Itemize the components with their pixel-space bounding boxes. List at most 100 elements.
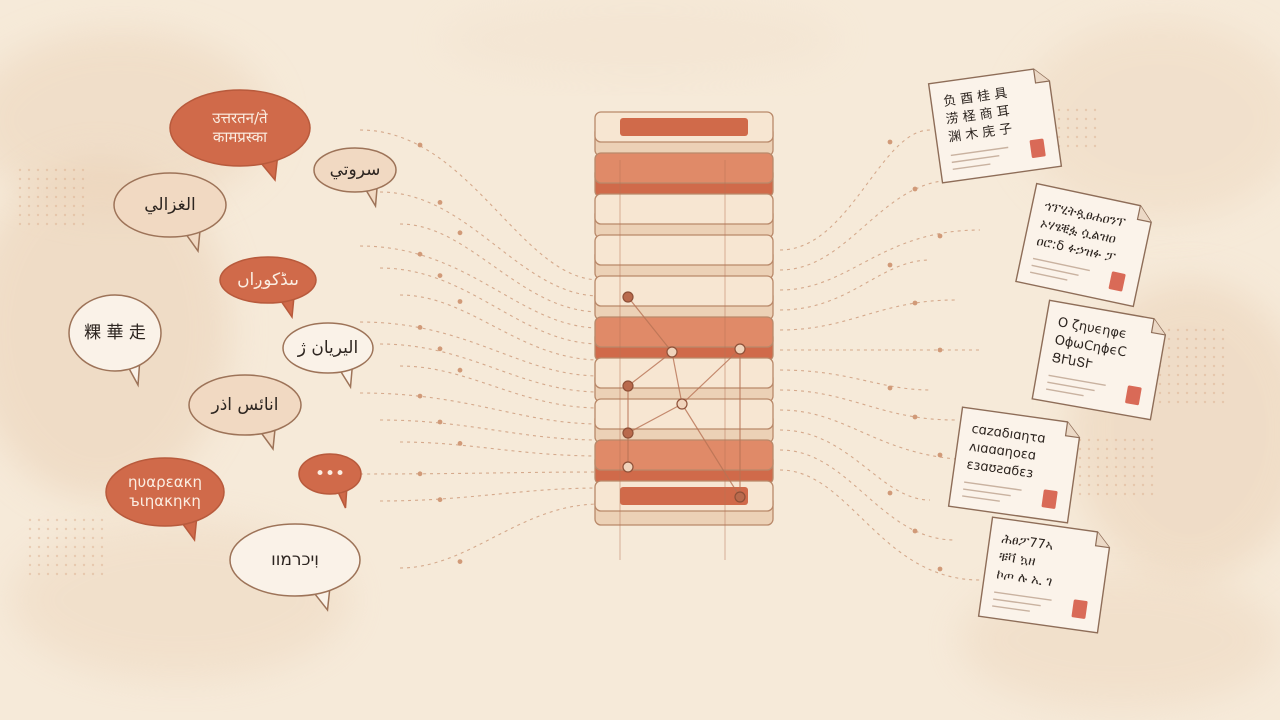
halftone-dot: [63, 213, 67, 217]
connection-line: [779, 259, 931, 311]
bubble-text: 粿 華 走: [84, 323, 146, 343]
halftone-dot: [45, 186, 49, 190]
halftone-dot: [55, 572, 59, 576]
bubble-body: [298, 453, 362, 495]
stack-layer: [594, 316, 774, 362]
halftone-dot: [1141, 438, 1145, 442]
halftone-dot: [18, 204, 22, 208]
bubble-text: •••: [315, 464, 345, 484]
halftone-dot: [1221, 355, 1225, 359]
halftone-dot: [1167, 373, 1171, 377]
halftone-dot: [64, 536, 68, 540]
halftone-dot: [27, 204, 31, 208]
halftone-dot: [100, 518, 104, 522]
halftone-dot: [1075, 126, 1079, 130]
halftone-dot: [73, 545, 77, 549]
halftone-dot: [1105, 456, 1109, 460]
halftone-dot: [1093, 108, 1097, 112]
layer-top: [594, 275, 774, 307]
halftone-dot: [1114, 474, 1118, 478]
speech-bubble: וִיכרמוו: [229, 523, 361, 612]
halftone-dot: [18, 186, 22, 190]
seal-stamp: [1029, 138, 1046, 158]
halftone-dot: [55, 536, 59, 540]
halftone-dot: [55, 563, 59, 567]
halftone-dot: [1123, 438, 1127, 442]
halftone-dot: [72, 204, 76, 208]
halftone-dot: [1194, 355, 1198, 359]
halftone-dot: [1212, 337, 1216, 341]
halftone-dot: [72, 213, 76, 217]
halftone-dot: [81, 168, 85, 172]
halftone-dot: [1078, 465, 1082, 469]
halftone-dot: [1167, 346, 1171, 350]
connection-dot: [457, 230, 463, 236]
connection-dot: [887, 385, 893, 391]
document-rule: [964, 481, 1022, 491]
document-rule: [1046, 388, 1084, 397]
halftone-dot: [54, 195, 58, 199]
halftone-dot: [28, 554, 32, 558]
halftone-dot: [54, 186, 58, 190]
halftone-dot: [1150, 438, 1154, 442]
halftone-dot: [1221, 328, 1225, 332]
network-link: [627, 351, 673, 387]
halftone-dot: [55, 545, 59, 549]
halftone-dot: [37, 545, 41, 549]
halftone-dot: [1203, 364, 1207, 368]
halftone-dot: [46, 536, 50, 540]
halftone-dot: [45, 204, 49, 208]
halftone-dot: [1084, 117, 1088, 121]
connection-dot: [457, 441, 463, 446]
halftone-dot: [28, 563, 32, 567]
halftone-dot: [46, 518, 50, 522]
speech-bubble: الیریان ژ: [282, 322, 374, 390]
stack-layer: [594, 439, 774, 485]
layer-panel: [620, 487, 748, 505]
network-node: [622, 427, 634, 439]
halftone-dot: [1066, 117, 1070, 121]
halftone-dot: [1087, 456, 1091, 460]
document-text: ሕፀፖ77ኣ: [1001, 532, 1055, 554]
connection-line: [379, 419, 601, 441]
halftone-dot: [27, 168, 31, 172]
connection-dot: [912, 528, 918, 534]
halftone-dot: [28, 572, 32, 576]
halftone-dot: [1212, 355, 1216, 359]
halftone-dot: [1123, 474, 1127, 478]
halftone-dot: [1057, 135, 1061, 139]
halftone-dot: [1194, 328, 1198, 332]
halftone-dot: [91, 563, 95, 567]
halftone-dot: [1141, 465, 1145, 469]
halftone-dot: [1096, 447, 1100, 451]
connection-line: [779, 469, 981, 581]
connection-dot: [437, 200, 443, 205]
halftone-dot: [1105, 492, 1109, 496]
halftone-dot: [100, 563, 104, 567]
halftone-dot: [1158, 382, 1162, 386]
halftone-dot: [1212, 391, 1216, 395]
halftone-dot: [1212, 346, 1216, 350]
speech-bubble: انائس اذر: [188, 374, 302, 452]
bubble-text: उत्तरतन/ते: [212, 109, 268, 127]
halftone-dot: [1075, 108, 1079, 112]
bubble-text: ںںڈکوږاں: [237, 270, 299, 290]
halftone-dot: [1066, 126, 1070, 130]
network-node: [622, 461, 634, 473]
speech-bubble: उत्तरतन/तेकामप्रस्का: [169, 89, 311, 182]
connection-dot: [437, 419, 443, 425]
bubble-text: الیریان ژ: [297, 338, 358, 358]
stack-layer: [594, 275, 774, 321]
halftone-dot: [82, 563, 86, 567]
halftone-dot: [37, 563, 41, 567]
connection-dot: [937, 452, 943, 458]
halftone-dot: [1167, 382, 1171, 386]
halftone-dot: [1185, 328, 1189, 332]
stack-layer: [594, 111, 774, 157]
connection-dot: [417, 471, 423, 477]
connection-line: [779, 429, 931, 501]
halftone-dot: [1093, 117, 1097, 121]
bubble-text: ηυαρεακη: [128, 473, 202, 491]
